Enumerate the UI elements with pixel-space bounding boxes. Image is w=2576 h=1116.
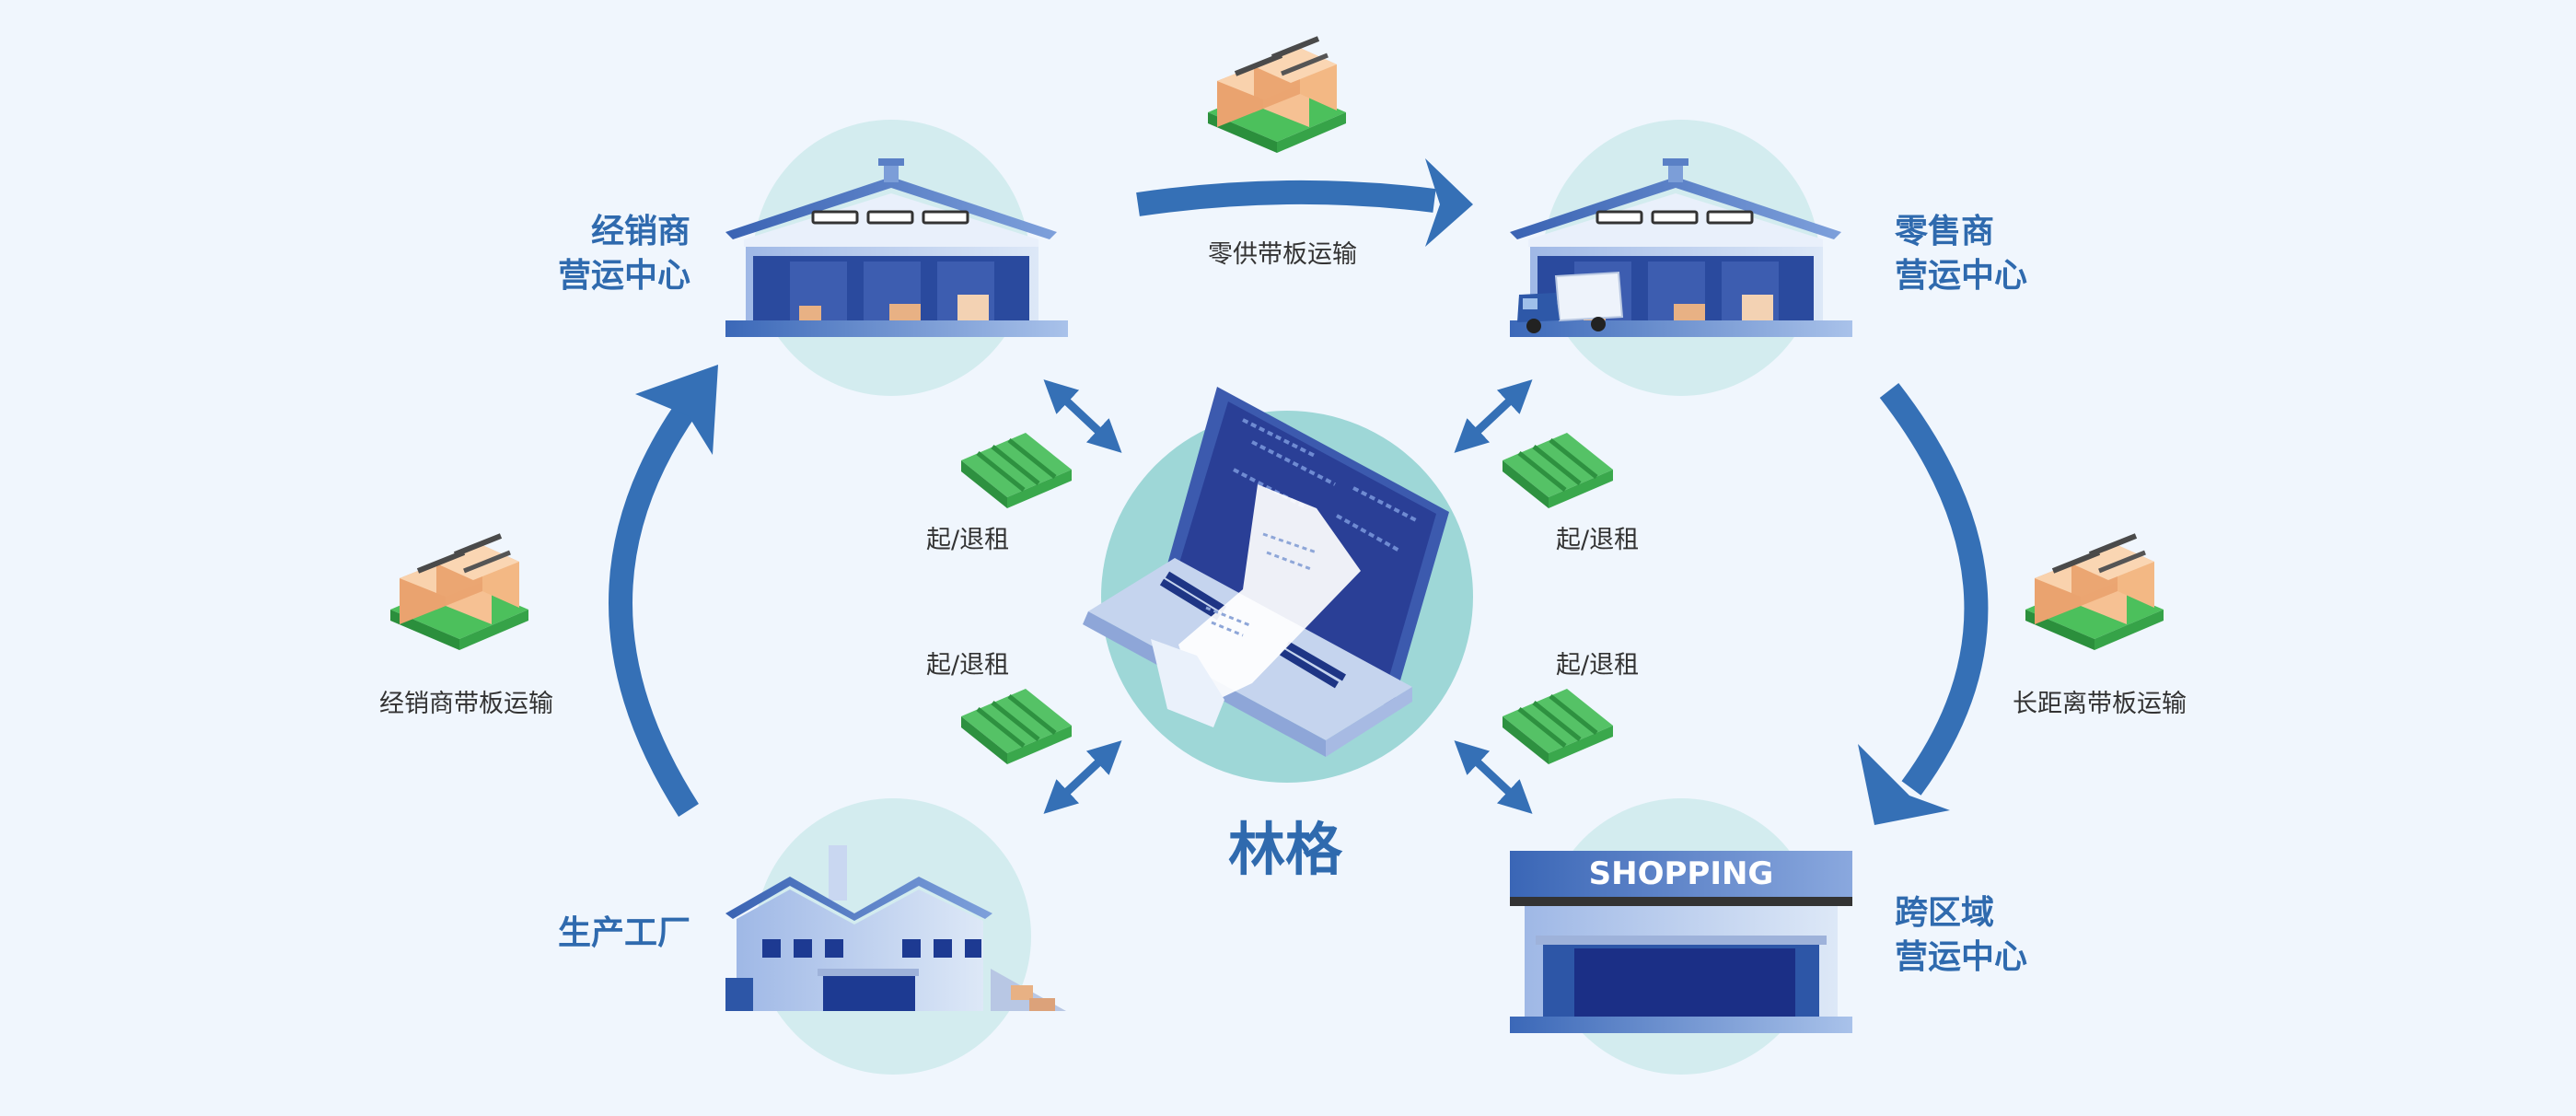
distributor-title-line2: 营运中心	[557, 257, 690, 295]
retailer-title-line1: 零售商	[1895, 213, 1995, 250]
retailer-title-line2: 营运中心	[1895, 257, 2028, 295]
top-flow-label: 零供带板运输	[1208, 240, 1357, 269]
pallet-icon-tr	[1503, 433, 1613, 508]
left-flow-label: 经销商带板运输	[379, 690, 553, 718]
rent-arrow-tr	[1454, 379, 1533, 453]
truck-icon	[1517, 271, 1624, 333]
rent-label-bl: 起/退租	[926, 651, 1010, 680]
cross-region-title-line1: 跨区域	[1895, 894, 1995, 932]
factory-title: 生产工厂	[516, 912, 690, 956]
right-flow-label: 长距离带板运输	[2013, 690, 2187, 718]
pallet-icon-tl	[961, 433, 1072, 508]
factory-title-label: 生产工厂	[557, 914, 690, 952]
rent-arrow-br	[1454, 740, 1533, 814]
laptop-icon	[1083, 387, 1449, 757]
left-flow-arrow	[609, 398, 699, 818]
boxes-icon-left	[390, 536, 528, 650]
center-title: 林格	[1228, 816, 1343, 883]
top-flow-arrow	[1136, 180, 1436, 216]
rent-label-br: 起/退租	[1556, 651, 1640, 680]
retailer-title: 零售商 营运中心	[1895, 210, 2027, 298]
cross-region-title-line2: 营运中心	[1895, 938, 2028, 976]
right-flow-arrowhead	[1858, 744, 1950, 825]
boxes-icon-right	[2025, 536, 2164, 650]
distributor-title-line1: 经销商	[590, 213, 690, 250]
left-flow-arrowhead	[635, 365, 718, 455]
rent-label-tl: 起/退租	[926, 526, 1010, 554]
boxes-icon-top	[1208, 39, 1346, 153]
factory-icon	[725, 845, 1066, 1011]
store-icon	[1510, 851, 1852, 1033]
rent-arrow-bl	[1043, 740, 1122, 814]
top-flow-arrowhead	[1425, 158, 1473, 247]
distributor-title: 经销商 营运中心	[516, 210, 690, 298]
right-flow-arrow	[1879, 383, 1989, 796]
store-sign-text: SHOPPING	[1588, 855, 1774, 892]
pallet-icon-br	[1503, 689, 1613, 764]
rent-label-tr: 起/退租	[1556, 526, 1640, 554]
rent-arrow-tl	[1043, 379, 1122, 453]
cross-region-title: 跨区域 营运中心	[1895, 891, 2027, 980]
pallet-icon-bl	[961, 689, 1072, 764]
